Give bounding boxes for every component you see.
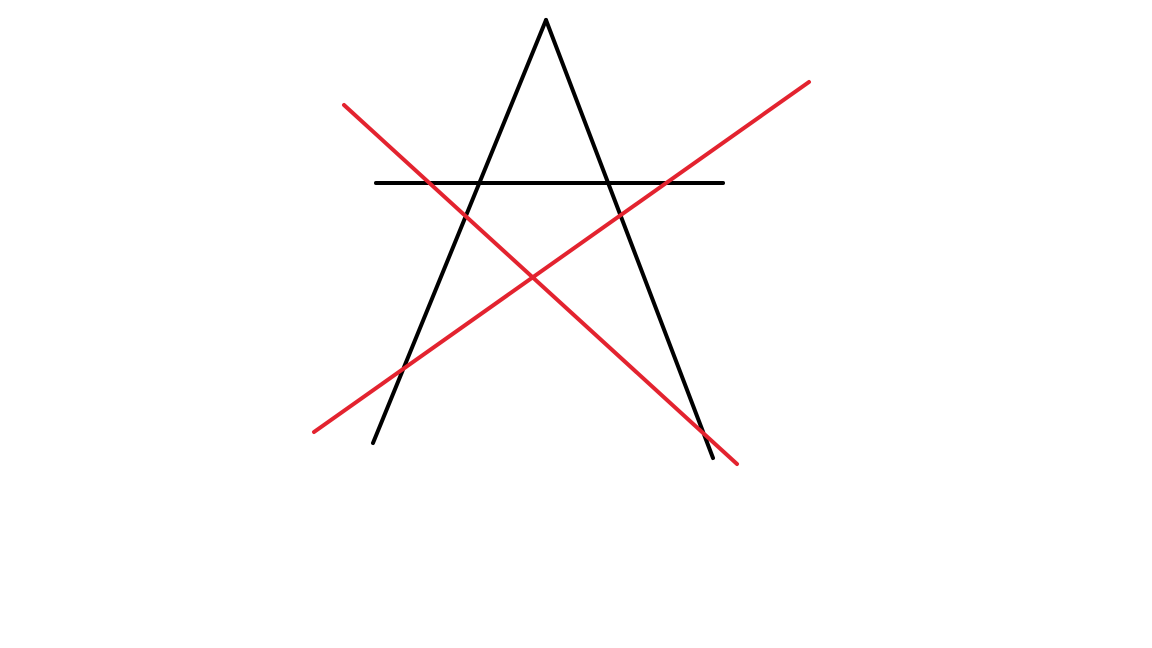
red-descending-stroke [342, 103, 739, 466]
a-left-stroke [371, 18, 548, 445]
red-ascending-stroke [312, 80, 811, 434]
a-right-stroke [544, 18, 715, 460]
